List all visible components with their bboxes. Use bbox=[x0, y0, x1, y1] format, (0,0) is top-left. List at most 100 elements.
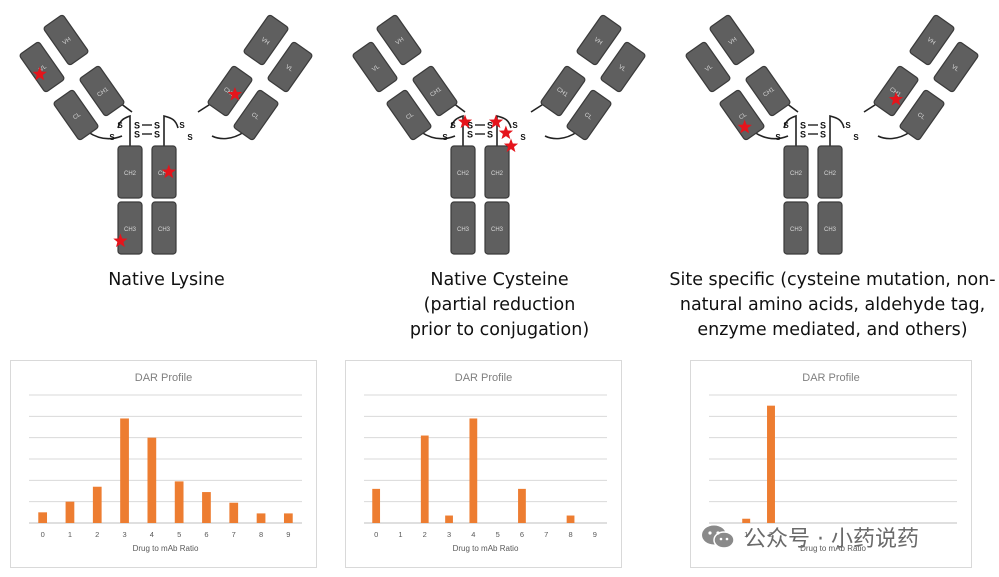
domain-block bbox=[207, 65, 253, 117]
caption-line: (partial reduction bbox=[423, 295, 576, 315]
domain-label: VL bbox=[38, 64, 48, 74]
domain-cl-left: CL bbox=[53, 89, 99, 141]
domain-vl-left: VL bbox=[19, 41, 65, 93]
panel-caption: Native Cysteine (partial reduction prior… bbox=[333, 268, 666, 343]
sulfur-label: S bbox=[783, 121, 789, 130]
conjugation-star bbox=[113, 233, 128, 248]
conjugation-star bbox=[888, 91, 904, 106]
bar bbox=[372, 488, 381, 523]
domain-block bbox=[151, 201, 177, 255]
sulfur-label: S bbox=[467, 121, 473, 131]
sulfur-label: S bbox=[154, 130, 160, 140]
domain-ch3-right: CH3 bbox=[151, 201, 177, 255]
linker-line bbox=[211, 131, 245, 140]
domain-ch3-left: CH3 bbox=[450, 201, 476, 255]
x-tick-label: 6 bbox=[204, 530, 208, 539]
domain-block bbox=[709, 14, 755, 66]
sulfur-label: S bbox=[154, 121, 160, 131]
domain-block bbox=[783, 201, 809, 255]
domain-cl-right: CL bbox=[233, 89, 279, 141]
domain-label: VH bbox=[260, 37, 270, 47]
bar bbox=[445, 515, 453, 523]
watermark-text: 公众号 · 小药说药 bbox=[744, 527, 919, 552]
domain-block bbox=[79, 65, 125, 117]
x-tick-label: 1 bbox=[68, 530, 72, 539]
domain-block bbox=[873, 65, 919, 117]
domain-label: CL bbox=[250, 112, 260, 122]
domain-block bbox=[43, 14, 89, 66]
domain-label: CH2 bbox=[124, 171, 137, 177]
linker-line bbox=[753, 131, 789, 140]
sulfur-label: S bbox=[845, 121, 851, 130]
domain-label: CH3 bbox=[790, 227, 803, 233]
domain-ch2-left: CH2 bbox=[450, 145, 476, 199]
dar-chart-box: DAR Profile012Drug to mAb Ratio bbox=[690, 360, 972, 568]
conjugation-star bbox=[737, 119, 752, 134]
x-tick-label: 4 bbox=[150, 530, 154, 539]
bar bbox=[38, 512, 48, 523]
domain-label: CL bbox=[916, 112, 926, 122]
caption-line: enzyme mediated, and others) bbox=[697, 320, 968, 340]
domain-cl-left: CL bbox=[719, 89, 765, 141]
domain-label: CH2 bbox=[824, 171, 837, 177]
chart-title: DAR Profile bbox=[455, 372, 512, 384]
domain-label: VL bbox=[371, 64, 381, 74]
domain-block bbox=[685, 41, 731, 93]
sulfur-label: S bbox=[442, 133, 448, 142]
domain-vh-right: VH bbox=[243, 14, 289, 66]
domain-block bbox=[933, 41, 979, 93]
x-tick-label: 7 bbox=[544, 530, 548, 539]
domain-block bbox=[600, 41, 646, 93]
domain-label: VL bbox=[950, 64, 960, 74]
linker-line bbox=[877, 131, 911, 140]
domain-label: CH2 bbox=[158, 171, 171, 177]
sulfur-label: S bbox=[487, 130, 493, 140]
linker-line bbox=[117, 114, 131, 146]
panel-caption: Native Lysine bbox=[0, 268, 333, 293]
domain-label: CL bbox=[405, 112, 415, 122]
x-tick-label: 8 bbox=[568, 530, 572, 539]
domain-block bbox=[909, 14, 955, 66]
domain-block bbox=[233, 89, 279, 141]
wechat-icon bbox=[702, 525, 735, 549]
x-tick-label: 7 bbox=[232, 530, 236, 539]
x-tick-label: 3 bbox=[447, 530, 451, 539]
x-tick-label: 2 bbox=[769, 530, 773, 539]
x-axis-label: Drug to mAb Ratio bbox=[453, 544, 519, 553]
sulfur-label: S bbox=[775, 133, 781, 142]
caption-line: natural amino acids, aldehyde tag, bbox=[679, 295, 986, 315]
x-tick-label: 3 bbox=[122, 530, 126, 539]
domain-label: CH3 bbox=[824, 227, 837, 233]
sulfur-label: S bbox=[467, 130, 473, 140]
bar bbox=[65, 501, 75, 523]
domain-block bbox=[745, 65, 791, 117]
linker-line bbox=[450, 114, 464, 146]
sulfur-label: S bbox=[512, 121, 518, 130]
x-tick-label: 4 bbox=[471, 530, 475, 539]
bar bbox=[420, 435, 429, 523]
sulfur-label: S bbox=[820, 121, 826, 131]
linker-line bbox=[544, 131, 578, 140]
sulfur-label: S bbox=[187, 133, 193, 142]
domain-ch3-left: CH3 bbox=[783, 201, 809, 255]
bar bbox=[229, 502, 239, 523]
domain-ch1-right: CH1 bbox=[540, 65, 586, 117]
x-tick-label: 8 bbox=[259, 530, 263, 539]
domain-label: CL bbox=[583, 112, 593, 122]
domain-vh-right: VH bbox=[576, 14, 622, 66]
bar bbox=[256, 513, 266, 523]
x-axis-label: Drug to mAb Ratio bbox=[800, 544, 866, 553]
x-axis-label: Drug to mAb Ratio bbox=[133, 544, 199, 553]
domain-block bbox=[376, 14, 422, 66]
domain-ch2-right: CH2 bbox=[151, 145, 177, 199]
bar bbox=[92, 486, 102, 523]
bar bbox=[469, 418, 478, 523]
sulfur-label: S bbox=[520, 133, 526, 142]
